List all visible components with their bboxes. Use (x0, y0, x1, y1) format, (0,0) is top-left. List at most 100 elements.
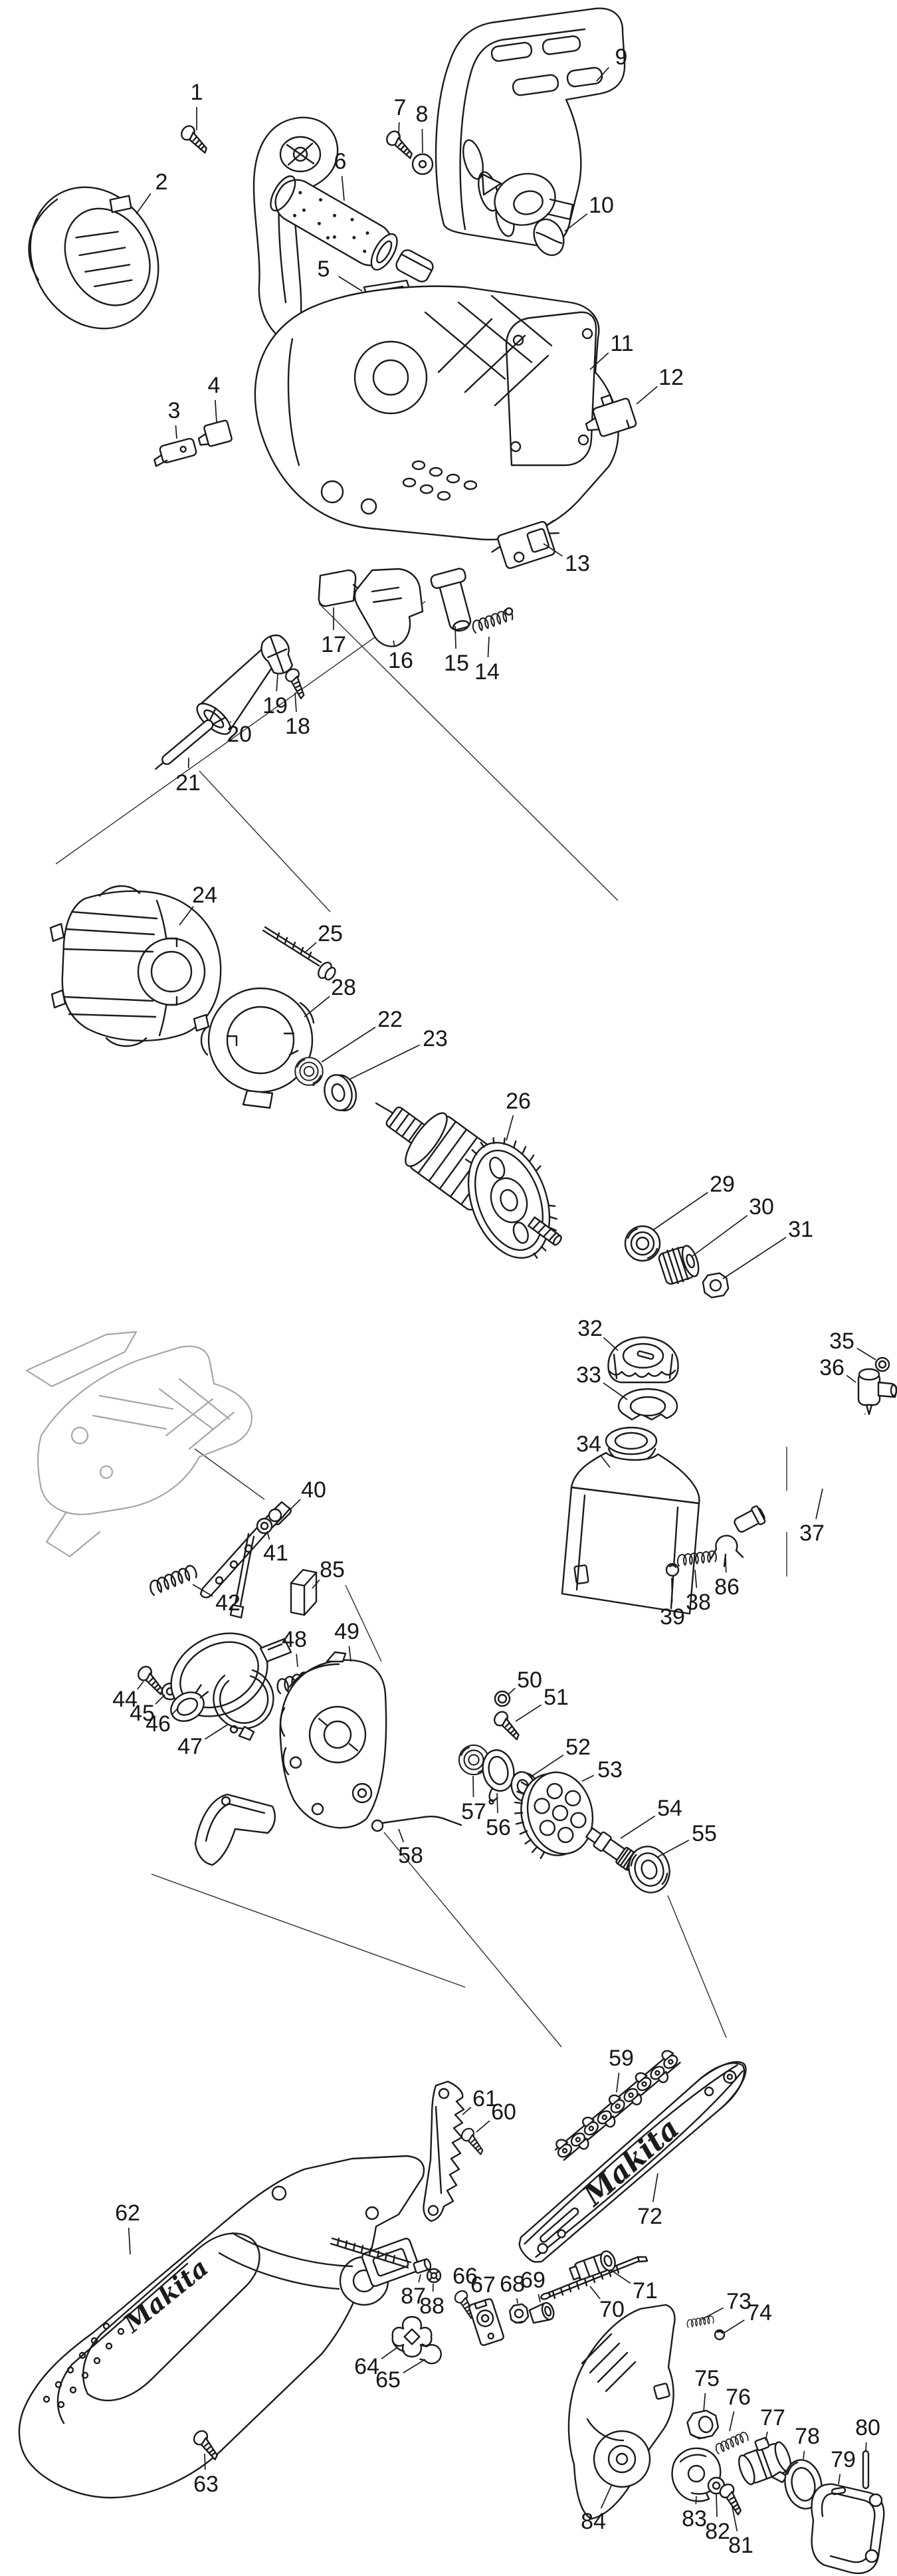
callout-77: 77 (760, 2405, 785, 2430)
callout-66: 66 (452, 2264, 478, 2289)
leader-line-19 (276, 673, 278, 692)
callout-25: 25 (318, 921, 343, 946)
leader-line-70 (589, 2286, 601, 2300)
callout-11: 11 (610, 331, 633, 356)
part-67-drawing (468, 2298, 504, 2346)
callout-58: 58 (398, 1843, 423, 1868)
part-14-drawing (468, 600, 516, 642)
callout-4: 4 (208, 373, 221, 398)
callout-8: 8 (416, 102, 429, 127)
callout-52: 52 (565, 1735, 591, 1760)
part-69-drawing (528, 2302, 555, 2324)
callout-39: 39 (660, 1604, 685, 1630)
callout-85: 85 (320, 1557, 345, 1582)
part-7-drawing (383, 128, 419, 160)
part-31-drawing (702, 1272, 730, 1299)
part-22-drawing (294, 1057, 324, 1086)
leader-line-38 (694, 1569, 698, 1588)
leader-line-16 (393, 640, 395, 647)
callout-19: 19 (262, 693, 288, 718)
callout-88: 88 (419, 2294, 445, 2319)
leader-line-54 (620, 1815, 656, 1839)
callout-32: 32 (577, 1316, 603, 1341)
callout-60: 60 (491, 2099, 516, 2125)
alignment-lines (55, 601, 787, 2048)
leader-line-79 (838, 2474, 841, 2485)
part-87-drawing (413, 2258, 432, 2274)
callout-28: 28 (331, 975, 356, 1000)
leader-line-40 (289, 1499, 301, 1511)
callout-65: 65 (375, 2367, 401, 2393)
callout-78: 78 (795, 2424, 820, 2449)
part-12-drawing (585, 394, 637, 437)
part-37-drawing (734, 1413, 870, 1533)
callout-76: 76 (726, 2385, 751, 2410)
leader-line-84 (600, 2485, 612, 2509)
callout-75: 75 (694, 2366, 720, 2391)
leader-line-25 (304, 942, 317, 954)
part-79-drawing (811, 2483, 885, 2575)
leader-line-6 (341, 175, 345, 201)
callout-30: 30 (749, 1194, 774, 1220)
part-2-drawing (28, 186, 159, 330)
part-34-drawing (561, 1426, 700, 1615)
part-15-drawing (430, 568, 472, 632)
part-10-drawing (533, 218, 565, 257)
part-50-drawing (494, 1690, 511, 1707)
callout-5: 5 (318, 257, 330, 282)
brake-lever-drawing (194, 1793, 276, 1866)
section-motor (49, 885, 730, 1299)
part-85-drawing (290, 1568, 318, 1616)
leader-line-75 (703, 2393, 706, 2412)
part-55-drawing (628, 1846, 670, 1893)
part-16-drawing (353, 568, 424, 647)
callout-69: 69 (520, 2268, 546, 2293)
callout-59: 59 (609, 2046, 634, 2071)
leader-line-41 (266, 1531, 270, 1540)
leader-line-11 (589, 352, 609, 370)
part-74-drawing (714, 2329, 726, 2341)
part-30-drawing (658, 1245, 700, 1285)
callout-68: 68 (500, 2272, 525, 2297)
part-36-drawing (857, 1368, 897, 1416)
callout-86: 86 (714, 1574, 740, 1600)
ghost-housing-drawing (25, 1331, 252, 1558)
callout-1: 1 (191, 80, 203, 105)
leader-line-23 (349, 1044, 420, 1080)
part-51-drawing (490, 1708, 526, 1741)
callout-41: 41 (263, 1541, 288, 1566)
leader-line-87 (418, 2274, 421, 2283)
part-86-drawing (710, 1535, 744, 1568)
leader-line-77 (765, 2431, 768, 2441)
part-62-drawing: Makita (18, 2155, 425, 2499)
callout-31: 31 (788, 1217, 813, 1242)
leader-line-74 (724, 2319, 745, 2333)
part-88-drawing (426, 2268, 442, 2284)
leader-line-62 (128, 2227, 131, 2255)
callout-70: 70 (599, 2297, 625, 2322)
callout-14: 14 (474, 659, 500, 685)
callout-13: 13 (565, 551, 590, 576)
callout-22: 22 (377, 1007, 403, 1032)
part-39-drawing (665, 1562, 680, 1577)
cord-sleeve-drawing (395, 249, 434, 282)
leader-line-49 (348, 1646, 351, 1662)
part-71-drawing (569, 2250, 616, 2281)
part-58-drawing (371, 1816, 462, 1832)
callout-80: 80 (855, 2415, 880, 2440)
leader-line-56 (496, 1792, 498, 1814)
leader-line-29 (653, 1192, 708, 1230)
leader-line-59 (616, 2072, 620, 2093)
part-49-drawing (279, 1651, 387, 1829)
leader-line-71 (611, 2270, 631, 2284)
leader-line-28 (304, 996, 330, 1018)
leader-line-48 (296, 1654, 298, 1667)
callout-35: 35 (829, 1329, 854, 1354)
leader-lines (128, 66, 876, 2531)
callout-72: 72 (637, 2204, 662, 2229)
part-1-drawing (178, 122, 214, 155)
callout-50: 50 (517, 1667, 542, 1693)
callout-83: 83 (682, 2506, 707, 2531)
motor-housing-drawing (254, 285, 619, 541)
callout-49: 49 (334, 1619, 359, 1644)
